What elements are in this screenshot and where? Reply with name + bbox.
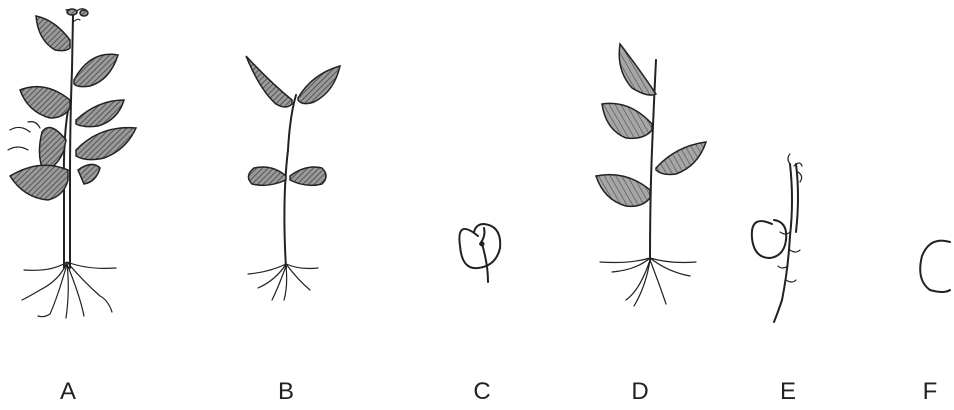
plant-a — [8, 9, 136, 318]
seed-f — [920, 241, 950, 292]
label-a: A — [48, 378, 88, 406]
plant-d-leaf — [656, 142, 706, 175]
plant-d-roots — [600, 258, 696, 306]
seed-c-coat — [459, 224, 500, 268]
plant-a-leaf — [76, 128, 136, 160]
plant-a-leaf — [10, 165, 68, 200]
plant-a-roots — [22, 262, 116, 318]
plant-b-cotyledon — [290, 167, 326, 185]
seed-c-radicle — [482, 244, 488, 282]
plant-d — [596, 44, 706, 306]
plant-a-leaf — [78, 164, 100, 184]
plant-a-leaf — [36, 16, 70, 51]
seed-f-coat — [920, 241, 950, 292]
plant-b — [246, 56, 340, 300]
plant-d-leaf — [596, 175, 650, 207]
plant-d-leaf — [602, 103, 652, 138]
plant-a-leaf — [74, 54, 118, 86]
label-f: F — [910, 378, 950, 406]
label-c: C — [462, 378, 502, 406]
plant-a-stem — [70, 15, 73, 268]
plant-b-leaf — [298, 66, 340, 104]
plant-a-leaf — [20, 87, 70, 118]
plant-b-cotyledon — [248, 167, 286, 185]
plant-b-leaf — [246, 56, 292, 107]
label-e: E — [768, 378, 808, 406]
plant-b-roots — [248, 264, 318, 300]
label-d: D — [620, 378, 660, 406]
plant-d-leaf — [619, 44, 656, 95]
seedling-e-stem — [774, 164, 792, 322]
seedling-e — [752, 154, 802, 322]
plant-a-leaf — [76, 100, 124, 127]
label-b: B — [266, 378, 306, 406]
seedling-e-seed — [752, 220, 786, 258]
seed-c — [459, 224, 500, 282]
